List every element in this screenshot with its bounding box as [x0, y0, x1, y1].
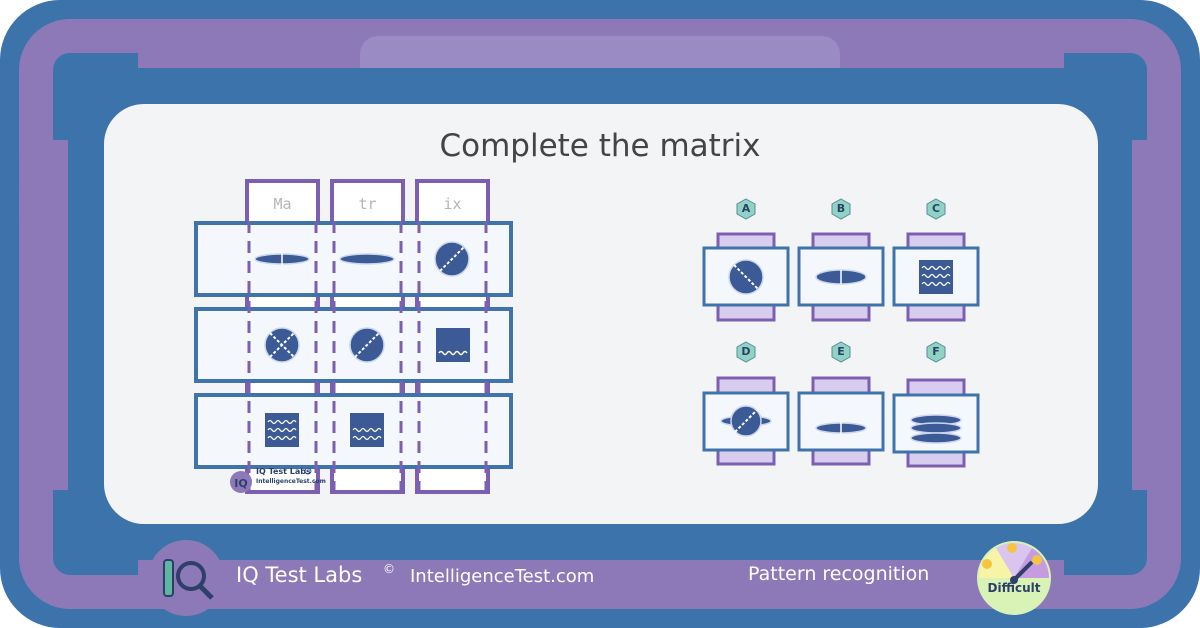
- watermark-site: IntelligenceTest.com: [256, 478, 326, 485]
- option-hexagons: [736, 198, 946, 363]
- right-band: [1132, 140, 1164, 490]
- matrix-cell-r3c2: [350, 413, 384, 447]
- matrix-cell-r2c3: [436, 328, 470, 362]
- page-title: Complete the matrix: [439, 128, 761, 164]
- footer-brand: IQ Test Labs: [236, 563, 363, 587]
- column-header-2: tr: [358, 195, 377, 213]
- matrix-cell-r3c1: [265, 413, 299, 447]
- option-a-card: [702, 232, 790, 322]
- option-f-card: [892, 378, 980, 468]
- option-d-card: [702, 376, 790, 466]
- watermark-logo: IQ: [230, 467, 312, 493]
- option-c-label[interactable]: C: [931, 202, 941, 215]
- footer-copyright: ©: [383, 562, 395, 576]
- option-d-label[interactable]: D: [741, 345, 751, 358]
- footer-logo-icon: [148, 540, 224, 616]
- option-a-label[interactable]: A: [741, 202, 751, 215]
- matrix-cell-r2c2: [349, 327, 385, 363]
- footer-site-link[interactable]: IntelligenceTest.com: [410, 566, 595, 587]
- option-e-label[interactable]: E: [837, 345, 845, 358]
- footer-band: [138, 560, 1064, 592]
- matrix-cell-r1c1: [254, 253, 310, 265]
- left-band: [36, 140, 68, 490]
- difficulty-gauge-icon: [977, 541, 1051, 615]
- option-f-label[interactable]: F: [932, 345, 940, 358]
- option-e-card: [797, 376, 885, 466]
- matrix-cell-r2c1: [264, 327, 300, 363]
- column-header-1: Ma: [273, 195, 292, 213]
- difficulty-label: Difficult: [987, 581, 1041, 595]
- option-c-card: [892, 232, 980, 322]
- footer-category: Pattern recognition: [748, 563, 930, 585]
- svg-text:IQ: IQ: [234, 477, 247, 490]
- option-b-label[interactable]: B: [836, 202, 846, 215]
- matrix-cell-r1c3: [434, 241, 470, 277]
- top-band-highlight: [360, 36, 840, 68]
- matrix-cell-r1c2: [339, 253, 395, 265]
- watermark-brand: IQ Test Labs: [256, 467, 311, 476]
- column-header-3: ix: [443, 195, 462, 213]
- option-b-card: [797, 232, 885, 322]
- dashed-guides: [247, 221, 488, 490]
